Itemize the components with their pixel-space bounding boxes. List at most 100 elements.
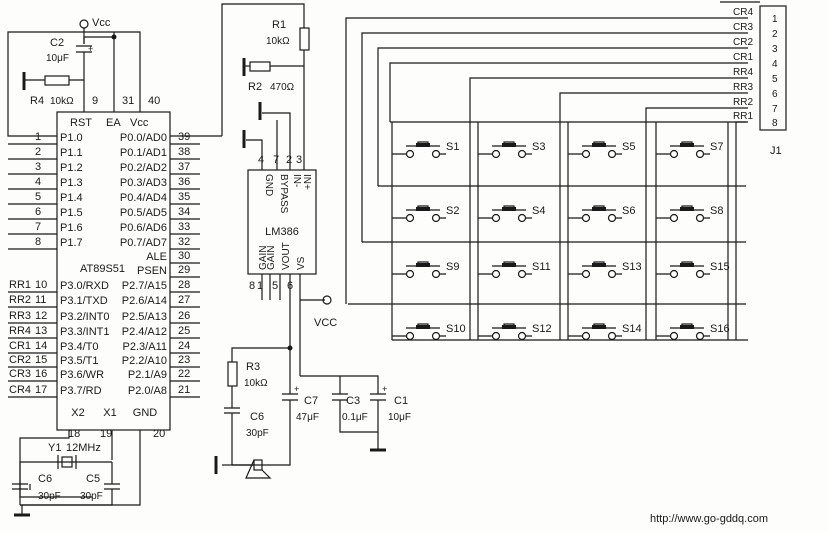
switch-button-cap <box>680 207 694 211</box>
amp-bottom-pin-label: GAIN <box>258 246 269 270</box>
switch-label: S9 <box>446 261 459 273</box>
switch-contact <box>491 213 501 223</box>
mcu-bottom-pin-number: 20 <box>153 428 165 440</box>
mcu-bottom-pin-label: X1 <box>103 407 116 419</box>
keypad-switch-s9[interactable] <box>392 261 446 279</box>
mcu-right-pin-number: 21 <box>178 384 190 396</box>
mcu-top-pin-number: 40 <box>148 95 160 107</box>
c1-polarity: + <box>382 384 387 394</box>
switch-label: S13 <box>622 261 642 273</box>
keypad-switch-s7[interactable] <box>656 141 710 159</box>
switch-contact <box>581 331 591 341</box>
switch-contact <box>405 269 415 279</box>
keypad-switch-s14[interactable] <box>568 323 622 341</box>
mcu-bottom-pin-number: 19 <box>100 428 112 440</box>
switch-button-cap <box>502 143 516 147</box>
c6a-value: 30pF <box>246 428 269 439</box>
watermark-text: http://www.go-gddq.com <box>650 513 768 525</box>
mcu-bottom-pin-number: 18 <box>68 428 80 440</box>
connector-pin-number: 2 <box>772 29 778 40</box>
switch-button-cap <box>592 263 606 267</box>
switch-button-cap <box>502 325 516 329</box>
mcu-left-pin-number: 8 <box>35 236 41 248</box>
switch-contact <box>405 213 415 223</box>
switch-button-cap <box>680 143 694 147</box>
connector-pin-number: 8 <box>772 118 778 129</box>
mcu-left-pin-number: 6 <box>35 206 41 218</box>
switch-button-cap <box>502 263 516 267</box>
keypad-switch-s16[interactable] <box>656 323 710 341</box>
amp-top-pin-number: 3 <box>296 154 302 166</box>
mcu-left-pin-label: P1.4 <box>60 192 83 204</box>
switch-contact <box>669 149 679 159</box>
keypad-switch-s1[interactable] <box>392 141 446 159</box>
switch-contact <box>607 269 617 279</box>
switch-label: S8 <box>710 205 723 217</box>
amp-top-pin-number: 7 <box>273 154 279 166</box>
switch-contact <box>695 269 705 279</box>
amp-top-pin-number: 4 <box>258 154 264 166</box>
amp-bottom-pin-number: 5 <box>272 280 278 292</box>
keypad-switch-s10[interactable] <box>392 323 446 341</box>
c5-label: C5 <box>86 473 100 485</box>
switch-button-cap <box>592 325 606 329</box>
keypad-switch-s2[interactable] <box>392 205 446 223</box>
switch-button-cap <box>680 263 694 267</box>
c2-label: C2 <box>50 37 64 49</box>
mcu-right-pin-label: P2.0/A8 <box>128 385 167 397</box>
mcu-left-pin-net: RR3 <box>9 310 31 322</box>
keypad-switch-s11[interactable] <box>478 261 532 279</box>
mcu-right-pin-label: P2.7/A15 <box>122 280 167 292</box>
keypad-switch-s4[interactable] <box>478 205 532 223</box>
mcu-left-pin-number: 2 <box>35 146 41 158</box>
keypad-switch-s8[interactable] <box>656 205 710 223</box>
switch-contact <box>491 331 501 341</box>
switch-label: S16 <box>710 323 730 335</box>
switch-contact <box>581 149 591 159</box>
switch-button-cap <box>416 263 430 267</box>
switch-contact <box>491 149 501 159</box>
c7-label: C7 <box>304 395 318 407</box>
switch-label: S6 <box>622 205 635 217</box>
mcu-name: AT89S51 <box>80 263 125 275</box>
keypad-switch-s3[interactable] <box>478 141 532 159</box>
amp-bottom-pin-number: 8 <box>249 280 255 292</box>
keypad-switch-s15[interactable] <box>656 261 710 279</box>
switch-button-cap <box>592 143 606 147</box>
connector-net-label: RR3 <box>733 82 753 93</box>
r4-label: R4 <box>30 95 44 107</box>
switch-contact <box>517 269 527 279</box>
switch-contact <box>491 269 501 279</box>
connector-net-label: RR4 <box>733 67 753 78</box>
mcu-left-pin-net: CR3 <box>9 368 31 380</box>
mcu-left-pin-number: 5 <box>35 191 41 203</box>
mcu-left-pin-label: P3.2/INT0 <box>60 311 110 323</box>
mcu-left-pin-label: P3.5/T1 <box>60 355 99 367</box>
mcu-right-pin-label: P0.7/AD7 <box>120 237 167 249</box>
mcu-left-pin-number: 16 <box>35 368 47 380</box>
mcu-top-pin-number: 9 <box>92 95 98 107</box>
switch-contact <box>669 331 679 341</box>
switch-contact <box>431 149 441 159</box>
mcu-bottom-pin-label: GND <box>133 407 158 419</box>
mcu-left-pin-net: CR4 <box>9 384 31 396</box>
switch-contact <box>669 269 679 279</box>
mcu-right-pin-label: P0.1/AD1 <box>120 147 167 159</box>
switch-contact <box>695 331 705 341</box>
c7-value: 47μF <box>296 412 319 423</box>
mcu-right-pin-label: P0.4/AD4 <box>120 192 167 204</box>
mcu-right-pin-label: P0.3/AD3 <box>120 177 167 189</box>
switch-button-cap <box>416 143 430 147</box>
keypad-switch-s13[interactable] <box>568 261 622 279</box>
mcu-right-pin-number: 22 <box>178 368 190 380</box>
keypad-switch-s12[interactable] <box>478 323 532 341</box>
mcu-left-pin-number: 17 <box>35 384 47 396</box>
keypad-switch-s6[interactable] <box>568 205 622 223</box>
mcu-left-pin-net: RR1 <box>9 279 31 291</box>
keypad-switch-s5[interactable] <box>568 141 622 159</box>
mcu-right-pin-label: P2.5/A13 <box>122 311 167 323</box>
switch-contact <box>405 331 415 341</box>
connector-pin-number: 1 <box>772 14 778 25</box>
amp-top-pin-label: BYPASS <box>278 174 289 214</box>
c6a-label: C6 <box>250 411 264 423</box>
